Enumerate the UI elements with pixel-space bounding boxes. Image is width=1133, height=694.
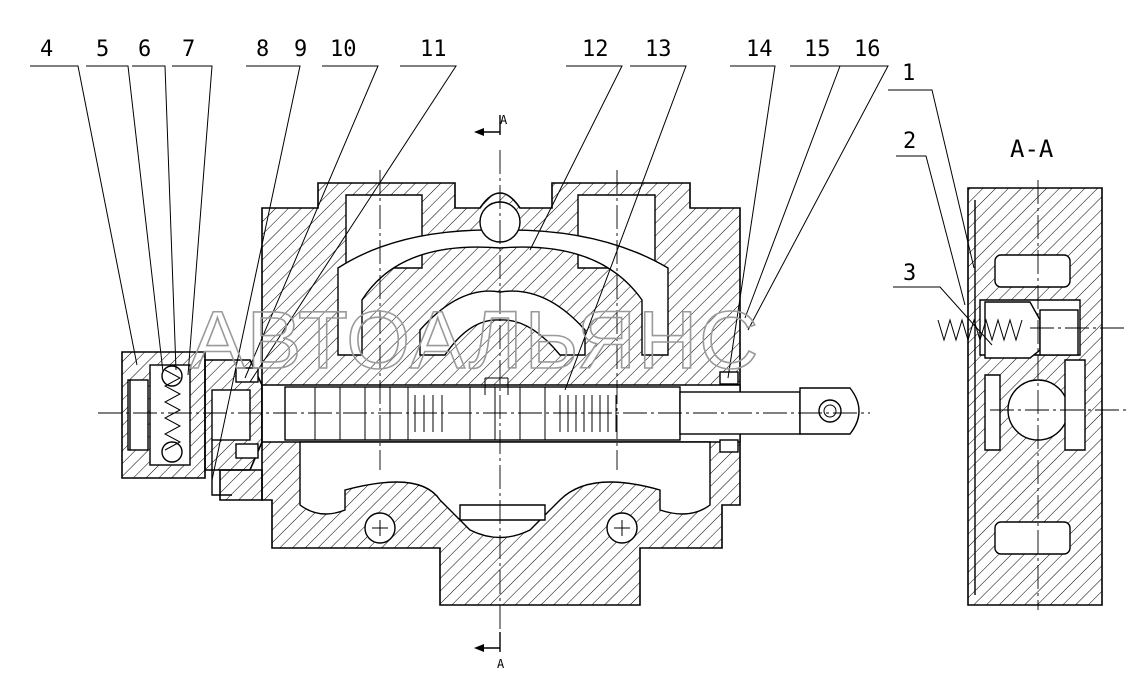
callout-numbers: 4 5 6 7 8 9 10 11 12 13 14 15 16 1 2 3 <box>40 37 916 286</box>
callout-4: 4 <box>40 37 53 62</box>
callout-16: 16 <box>854 37 881 62</box>
callout-5: 5 <box>96 37 109 62</box>
callout-15: 15 <box>804 37 831 62</box>
section-title: A-A <box>1010 135 1054 163</box>
callout-8: 8 <box>256 37 269 62</box>
callout-7: 7 <box>182 37 195 62</box>
callout-9: 9 <box>294 37 307 62</box>
callout-10: 10 <box>330 37 357 62</box>
callout-6: 6 <box>138 37 151 62</box>
callout-14: 14 <box>746 37 773 62</box>
spool <box>284 377 860 441</box>
section-marker-bottom: A <box>474 632 505 671</box>
callout-3: 3 <box>903 261 916 286</box>
section-marker-top-label: A <box>500 113 508 127</box>
section-marker-bottom-label: A <box>497 657 505 671</box>
callout-12: 12 <box>582 37 609 62</box>
callout-1: 1 <box>902 61 915 86</box>
callout-13: 13 <box>645 37 672 62</box>
section-view-aa <box>937 180 1128 610</box>
callout-2: 2 <box>903 129 916 154</box>
callout-11: 11 <box>420 37 447 62</box>
leader-lines <box>30 65 993 481</box>
section-marker-top: A <box>474 113 508 136</box>
watermark-text: АВТОАЛЬЯНС <box>190 295 760 386</box>
detent-assembly <box>121 351 739 501</box>
